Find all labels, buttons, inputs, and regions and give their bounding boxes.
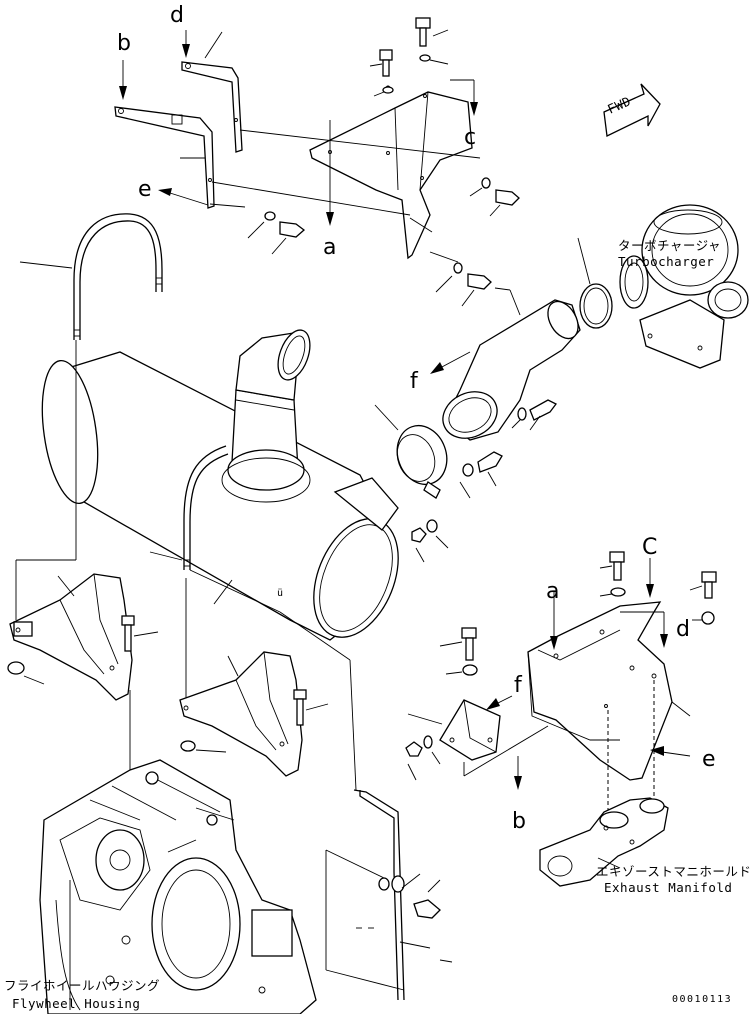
flywheel-housing-label-en: Flywheel Housing xyxy=(12,996,140,1011)
exhaust-manifold xyxy=(539,797,669,887)
ref-letter-e: e xyxy=(138,177,152,202)
ref-letter-d: d xyxy=(170,3,184,28)
bracket-small-f xyxy=(407,699,501,761)
nut-bracket-left xyxy=(7,661,45,685)
bolt-bracket-left xyxy=(121,615,159,652)
turbocharger-label-jp: ターボチャージャ xyxy=(618,238,721,253)
flywheel-housing xyxy=(39,759,317,1014)
bolt-clamp xyxy=(459,451,503,499)
ref-letter-a: a xyxy=(323,235,336,260)
nut-bracket-right xyxy=(180,740,227,753)
reference-lines-top xyxy=(19,30,481,269)
turbocharger-label-en: Turbocharger xyxy=(618,254,714,269)
bolt-mid-1 xyxy=(247,211,306,255)
turbocharger xyxy=(619,204,749,369)
exhaust-manifold-label-en: Exhaust Manifold xyxy=(604,880,732,895)
gasket-ring-turbo xyxy=(577,237,613,329)
muffler-bracket-right xyxy=(179,651,303,777)
bolt-lower-right-1 xyxy=(599,551,626,597)
ref-letter-e-lower: e xyxy=(702,747,716,772)
ref-letter-b-lower: b xyxy=(512,809,526,834)
exhaust-manifold-label-jp: エキゾーストマニホールド xyxy=(596,864,751,879)
ref-letter-c: c xyxy=(464,125,476,150)
f-arrow-upper xyxy=(430,351,471,374)
flywheel-housing-label-jp: フライホイールハウジング xyxy=(4,978,160,993)
ref-letter-a-lower: a xyxy=(546,579,559,604)
heat-cover-lower xyxy=(527,601,691,820)
heat-cover-upper xyxy=(309,85,473,260)
bolt-upper-2 xyxy=(369,49,394,97)
bolt-mid-2 xyxy=(435,262,492,307)
nut-washer-clamp xyxy=(411,519,449,563)
bolt-upper-1 xyxy=(415,17,449,65)
reference-lines-muffler xyxy=(15,340,357,791)
ref-letter-c-lower: C xyxy=(642,535,657,560)
drawing-code: 00010113 xyxy=(672,994,732,1005)
bolt-right-1 xyxy=(469,177,520,217)
fwd-direction-indicator xyxy=(603,83,661,137)
muffler-stay-bracket-b xyxy=(114,106,215,209)
ref-letter-d-lower: d xyxy=(676,617,690,642)
strap-to-muffler xyxy=(183,445,229,570)
u-bolt-hook xyxy=(73,213,163,340)
ref-letter-b: b xyxy=(117,31,131,56)
drain-tube xyxy=(325,789,453,1001)
ref-letter-f-lower: f xyxy=(514,673,523,698)
muffler xyxy=(41,329,399,641)
nut-bracket-f xyxy=(405,735,441,781)
ref-letter-f: f xyxy=(410,369,419,394)
bolt-elbow xyxy=(511,399,557,431)
bolt-bracket-right xyxy=(293,689,329,726)
muffler-bracket-left xyxy=(9,573,133,701)
reference-lines-lower xyxy=(463,558,691,790)
bolt-lower-right-2 xyxy=(689,571,717,625)
mark-u: ü xyxy=(277,588,285,599)
exhaust-elbow-pipe xyxy=(442,287,581,441)
clamp-band xyxy=(374,404,448,499)
muffler-stay-bracket-d xyxy=(181,31,243,153)
bolt-bracket-f xyxy=(439,627,478,676)
